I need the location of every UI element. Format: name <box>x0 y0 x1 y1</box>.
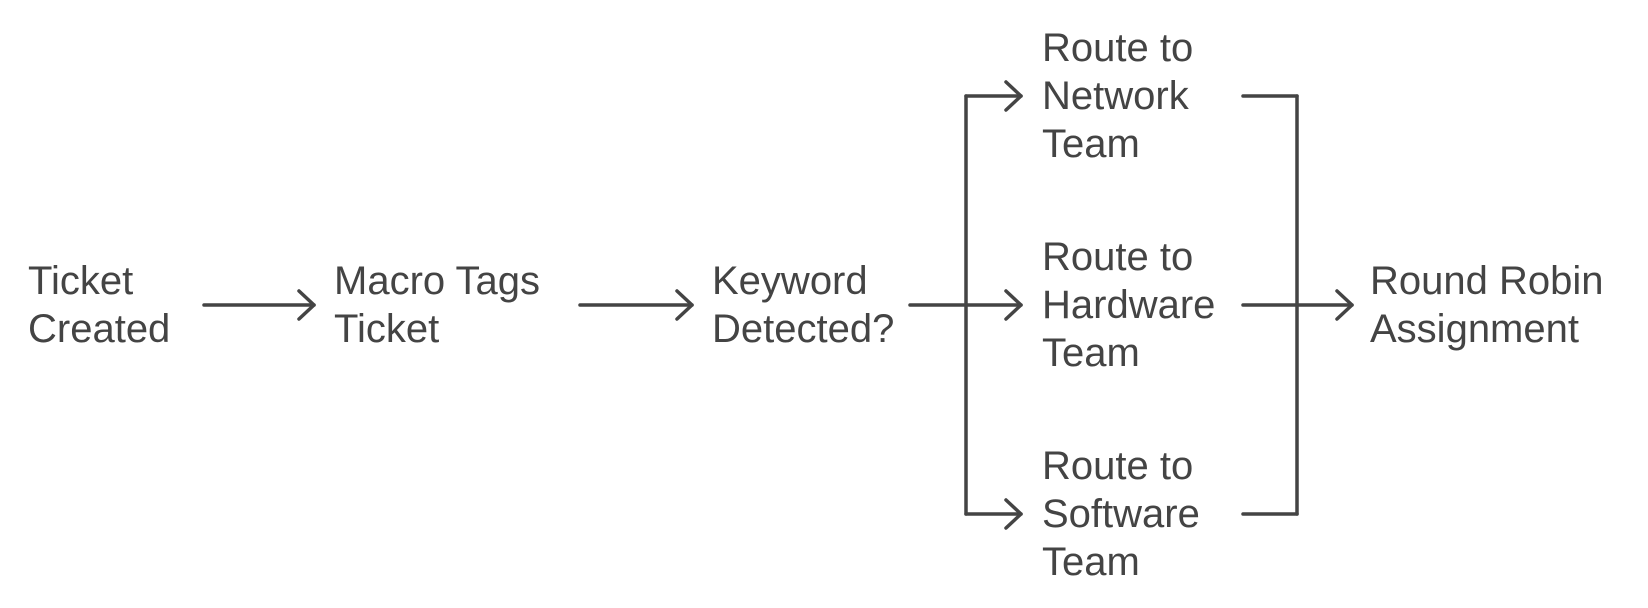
arrowhead-network <box>1004 80 1023 112</box>
node-macro-tags-ticket: Macro Tags Ticket <box>334 257 540 353</box>
arrowhead-macro <box>297 289 316 321</box>
node-route-software-line-2: Software <box>1042 492 1200 536</box>
node-round-robin-assignment: Round Robin Assignment <box>1370 257 1604 353</box>
node-route-hardware-line-1: Route to <box>1042 235 1194 279</box>
node-keyword-detected-line-2: Detected? <box>712 307 895 351</box>
node-ticket-created-line-2: Created <box>28 307 171 351</box>
node-route-hardware-line-2: Hardware <box>1042 283 1216 327</box>
arrowhead-software <box>1004 498 1023 530</box>
arrowhead-round-robin <box>1335 289 1354 321</box>
node-route-hardware-line-3: Team <box>1042 331 1140 375</box>
node-route-software-line-1: Route to <box>1042 444 1194 488</box>
node-route-network-line-2: Network <box>1042 74 1189 118</box>
node-macro-tags-line-2: Ticket <box>334 307 440 351</box>
node-route-network-line-1: Route to <box>1042 26 1194 70</box>
arrowhead-keyword <box>675 289 694 321</box>
node-ticket-created: Ticket Created <box>28 257 170 353</box>
node-route-hardware-team: Route to Hardware Team <box>1042 233 1215 377</box>
node-round-robin-line-1: Round Robin <box>1370 259 1604 303</box>
node-keyword-detected: Keyword Detected? <box>712 257 894 353</box>
node-ticket-created-line-1: Ticket <box>28 259 134 303</box>
node-keyword-detected-line-1: Keyword <box>712 259 868 303</box>
node-route-network-line-3: Team <box>1042 122 1140 166</box>
node-route-software-team: Route to Software Team <box>1042 442 1200 586</box>
node-round-robin-line-2: Assignment <box>1370 307 1579 351</box>
node-route-network-team: Route to Network Team <box>1042 24 1193 168</box>
node-macro-tags-line-1: Macro Tags <box>334 259 541 303</box>
arrowhead-hardware <box>1004 289 1023 321</box>
node-route-software-line-3: Team <box>1042 540 1140 584</box>
